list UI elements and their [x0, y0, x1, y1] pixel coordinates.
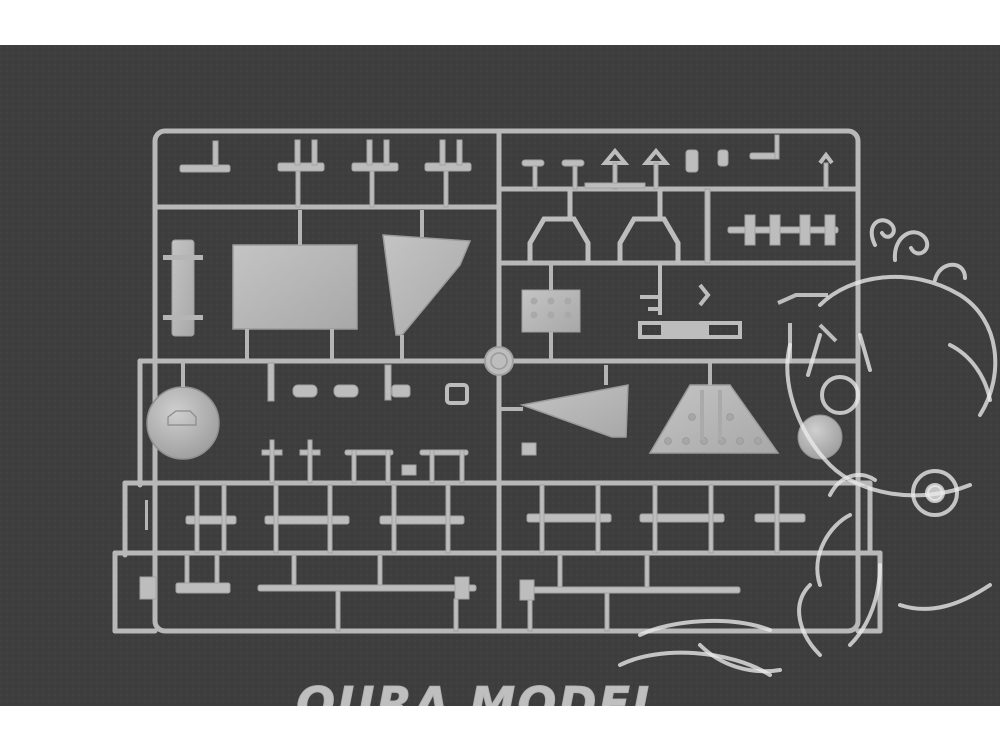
left-long-part: [163, 239, 203, 337]
cartoon-creature-watermark: [618, 218, 998, 677]
row3-left-parts: [261, 439, 469, 484]
stud-block-part: [521, 263, 581, 361]
small-dome-part: [797, 414, 843, 460]
sprue-hub: [484, 346, 514, 376]
triangle-panel-part: [382, 210, 472, 361]
dome-part: [145, 361, 220, 530]
riveted-plate-part: [648, 363, 780, 454]
flat-panel-part: [232, 210, 358, 361]
top-right-parts: [521, 134, 834, 190]
bottom-right-parts: [519, 554, 741, 632]
sprue-frame: [112, 128, 883, 634]
sprue-drawing: [0, 45, 1000, 706]
row4-right-parts: [521, 442, 806, 554]
small-clips-left: [267, 362, 469, 405]
watermark-text: OURA MODEL: [295, 677, 664, 707]
top-left-parts: [179, 139, 472, 208]
fin-part: [499, 365, 629, 438]
arch-parts: [527, 189, 681, 263]
bottom-left-parts: [139, 554, 477, 632]
bracket-parts: [638, 263, 838, 363]
row4-left-parts: [185, 484, 465, 554]
rod-parts: [704, 188, 839, 264]
product-photo: OURA MODEL: [0, 45, 1000, 706]
